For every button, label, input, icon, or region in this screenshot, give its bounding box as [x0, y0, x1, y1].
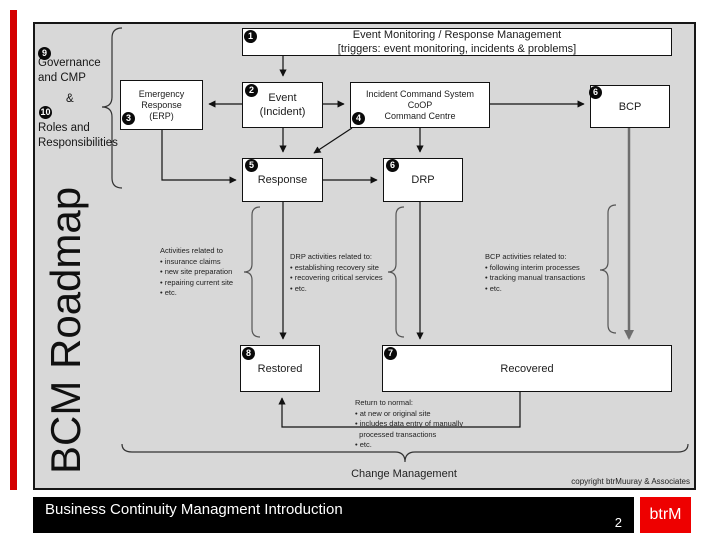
drp-label: DRP [411, 174, 435, 186]
marker-1: 1 [244, 30, 257, 43]
event-line-2: (Incident) [259, 106, 306, 118]
governance-ampersand: & [66, 93, 74, 105]
footer-bar: Business Continuity Managment Introducti… [33, 497, 634, 533]
annotation-return-title: Return to normal: [355, 398, 413, 407]
response-label: Response [257, 174, 308, 186]
annotation-activities-title: Activities related to [160, 246, 223, 255]
recovered-label: Recovered [500, 362, 554, 375]
marker-9: 9 [38, 47, 51, 60]
left-accent-bar [10, 10, 17, 490]
box-bcp: BCP [590, 85, 670, 128]
marker-10: 10 [39, 106, 52, 119]
governance-note: Governance and CMP & Roles and Responsib… [38, 56, 138, 151]
annotation-drp-title: DRP activities related to: [290, 252, 372, 261]
ics-line-1: Incident Command System [365, 88, 475, 99]
box-response: Response [242, 158, 323, 202]
marker-7: 7 [384, 347, 397, 360]
vertical-title: BCM Roadmap [42, 186, 89, 474]
change-management-label: Change Management [351, 468, 457, 480]
box-recovered: Recovered [382, 345, 672, 392]
top-banner-line-1: Event Monitoring / Response Management [352, 29, 562, 41]
bcp-label: BCP [618, 100, 642, 113]
annotation-bcp: BCP activities related to: • following i… [485, 252, 586, 293]
annotation-drp: DRP activities related to: • establishin… [290, 252, 383, 293]
box-ics: Incident Command System CoOP Command Cen… [350, 82, 490, 128]
marker-8: 8 [242, 347, 255, 360]
governance-line-4: Responsibilities [38, 137, 118, 149]
event-line-1: Event [268, 92, 297, 104]
governance-line-3: Roles and [38, 122, 90, 134]
brand-logo: btrM [640, 497, 691, 533]
marker-6-drp: 6 [386, 159, 399, 172]
governance-line-1: Governance [38, 57, 101, 69]
marker-6-bcp: 6 [589, 86, 602, 99]
ics-line-2: CoOP [407, 99, 433, 110]
restored-label: Restored [257, 362, 303, 375]
top-banner-line-2: [triggers: event monitoring, incidents &… [337, 43, 577, 55]
marker-3: 3 [122, 112, 135, 125]
ics-line-3: Command Centre [384, 110, 456, 121]
marker-2: 2 [245, 84, 258, 97]
marker-5: 5 [245, 159, 258, 172]
erp-line-2: Response [141, 99, 182, 110]
erp-line-1: Emergency [138, 88, 185, 99]
annotation-return: Return to normal: • at new or original s… [355, 398, 464, 449]
governance-line-2: and CMP [38, 72, 86, 84]
marker-4: 4 [352, 112, 365, 125]
annotation-bcp-title: BCP activities related to: [485, 252, 567, 261]
top-banner: Event Monitoring / Response Management [… [242, 28, 672, 56]
copyright-label: copyright btrMuuray & Associates [571, 477, 690, 486]
annotation-activities: Activities related to • insurance claims… [160, 246, 234, 297]
footer-title: Business Continuity Managment Introducti… [45, 501, 343, 518]
erp-line-3: (ERP) [149, 110, 174, 121]
page-number: 2 [614, 515, 622, 530]
